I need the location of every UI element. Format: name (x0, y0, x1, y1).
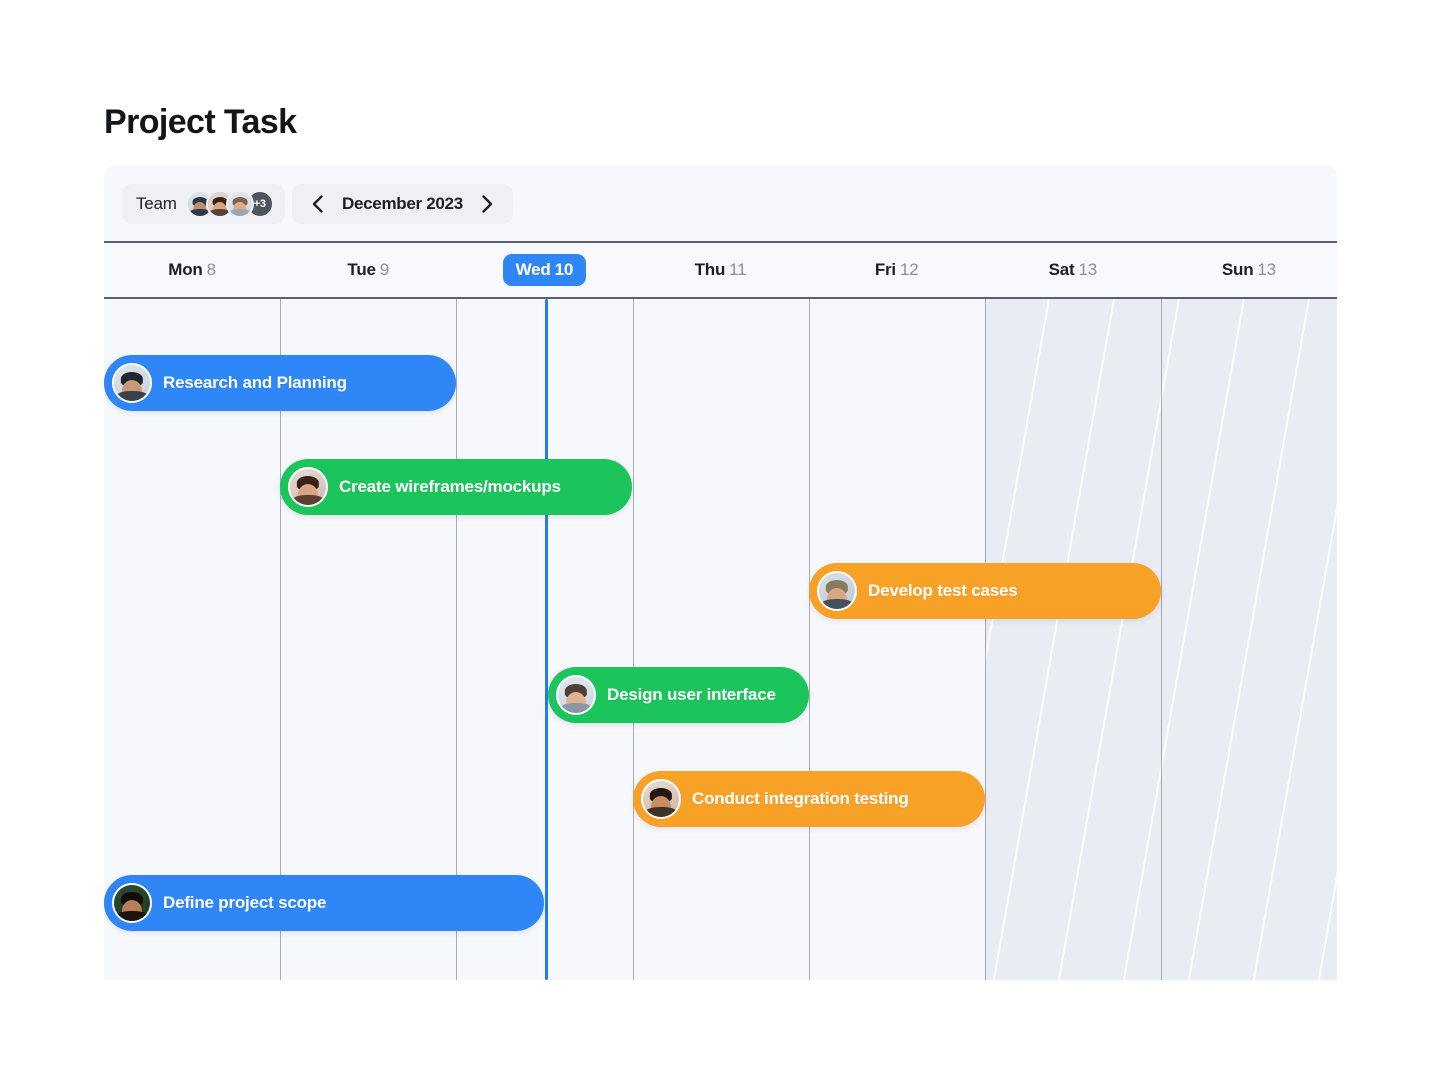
today-marker-line (545, 299, 548, 980)
team-label: Team (136, 194, 177, 213)
task-assignee-avatar (112, 363, 152, 403)
task-bar-conduct-integration-testing[interactable]: Conduct integration testing (633, 771, 985, 827)
task-bar-label: Create wireframes/mockups (339, 477, 561, 496)
grid-column-line (456, 299, 457, 980)
task-bar-label: Research and Planning (163, 373, 347, 392)
task-bar-label: Design user interface (607, 685, 776, 704)
task-bar-label: Conduct integration testing (692, 789, 909, 808)
team-chip[interactable]: Team +3 (122, 184, 285, 224)
team-avatar-group[interactable]: +3 (185, 190, 274, 218)
month-navigator: December 2023 (292, 184, 513, 224)
task-bar-define-project-scope[interactable]: Define project scope (104, 875, 544, 931)
gantt-chart-body: Research and Planning Create wireframes/… (104, 299, 1337, 980)
month-label: December 2023 (342, 194, 463, 213)
chevron-left-icon[interactable] (304, 191, 330, 217)
task-assignee-avatar (288, 467, 328, 507)
grid-column-line (280, 299, 281, 980)
grid-column-line (633, 299, 634, 980)
task-assignee-avatar (817, 571, 857, 611)
task-assignee-avatar (641, 779, 681, 819)
chevron-right-icon[interactable] (475, 191, 501, 217)
grid-column-line (985, 299, 986, 980)
toolbar: Team +3 December 2023 (104, 165, 1337, 243)
task-bar-design-user-interface[interactable]: Design user interface (548, 667, 809, 723)
task-bar-develop-test-cases[interactable]: Develop test cases (809, 563, 1161, 619)
task-assignee-avatar (112, 883, 152, 923)
page-title: Project Task (104, 103, 297, 141)
grid-column-line (1161, 299, 1162, 980)
task-bar-label: Define project scope (163, 893, 327, 912)
gantt-panel: Team +3 December 2023 (104, 165, 1337, 980)
task-assignee-avatar (556, 675, 596, 715)
avatar (225, 190, 254, 218)
task-bar-research-and-planning[interactable]: Research and Planning (104, 355, 456, 411)
grid-column-line (809, 299, 810, 980)
task-bar-label: Develop test cases (868, 581, 1018, 600)
task-bar-create-wireframes-mockups[interactable]: Create wireframes/mockups (280, 459, 632, 515)
